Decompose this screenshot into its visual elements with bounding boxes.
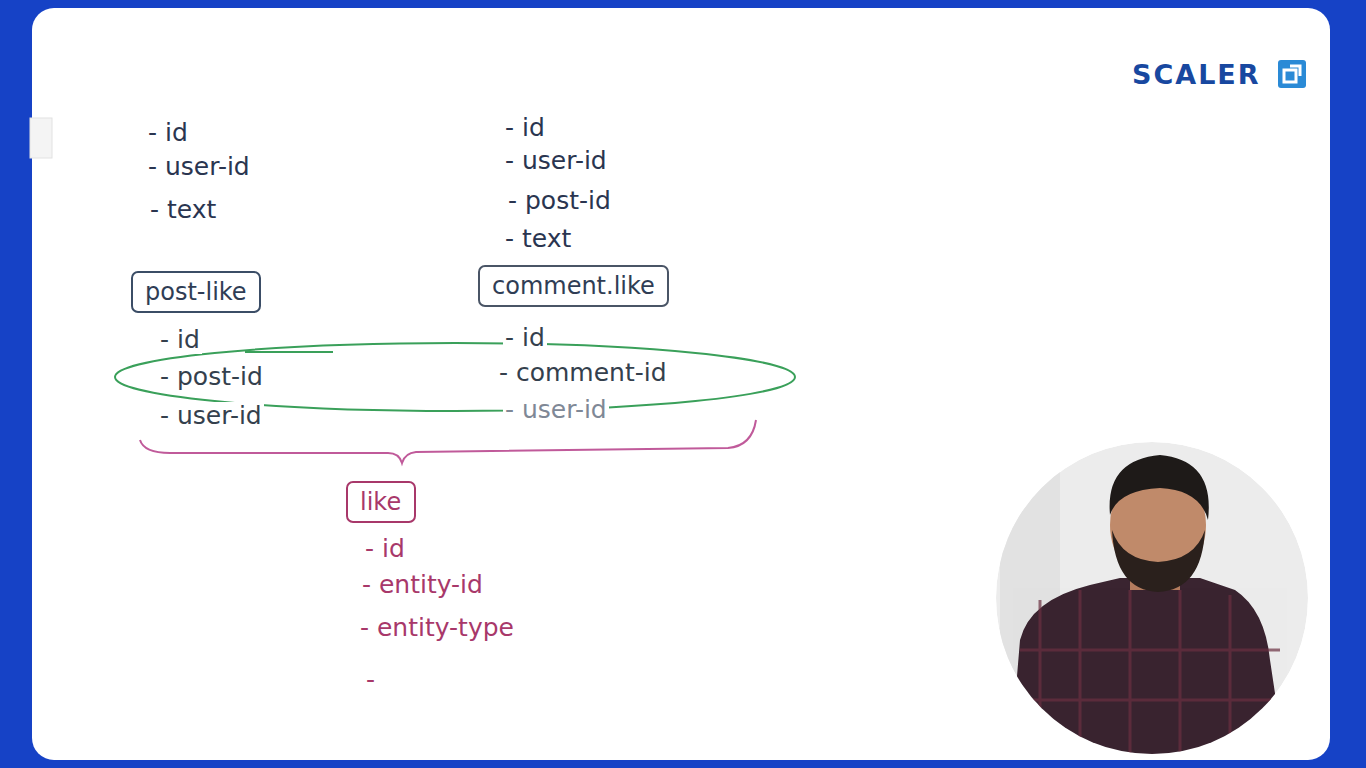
field-name: - entity-id [360, 571, 485, 599]
underline [245, 351, 333, 353]
entity-box: post-like [131, 271, 261, 313]
field-name: - id [158, 326, 202, 354]
entity-box: like [346, 481, 416, 523]
field-name: - user-id [146, 153, 252, 181]
field-name: - user-id [503, 147, 609, 175]
side-tab [30, 118, 52, 158]
field-name: - post-id [506, 187, 613, 215]
field-name: - id [146, 119, 190, 147]
entity-box: comment.like [478, 265, 669, 307]
field-name: - id [503, 324, 547, 352]
brand-logo: SCALER [1130, 60, 1263, 90]
field-name: - text [148, 196, 218, 224]
field-name: - id [363, 535, 407, 563]
table-name: comment.like [492, 273, 655, 301]
field-name: - [364, 666, 377, 694]
field-name: - text [503, 225, 573, 253]
field-name: - entity-type [358, 614, 516, 642]
board-panel [32, 8, 1330, 760]
field-name: - user-id [503, 396, 609, 424]
table-name: post-like [145, 279, 247, 307]
field-name: - user-id [158, 402, 264, 430]
field-name: - comment-id [497, 359, 669, 387]
field-name: - post-id [158, 363, 265, 391]
presenter-video [996, 440, 1308, 760]
field-name: - id [503, 114, 547, 142]
highlight-ellipse [115, 343, 795, 411]
table-name: like [360, 489, 402, 517]
logo-icon [1278, 60, 1306, 88]
